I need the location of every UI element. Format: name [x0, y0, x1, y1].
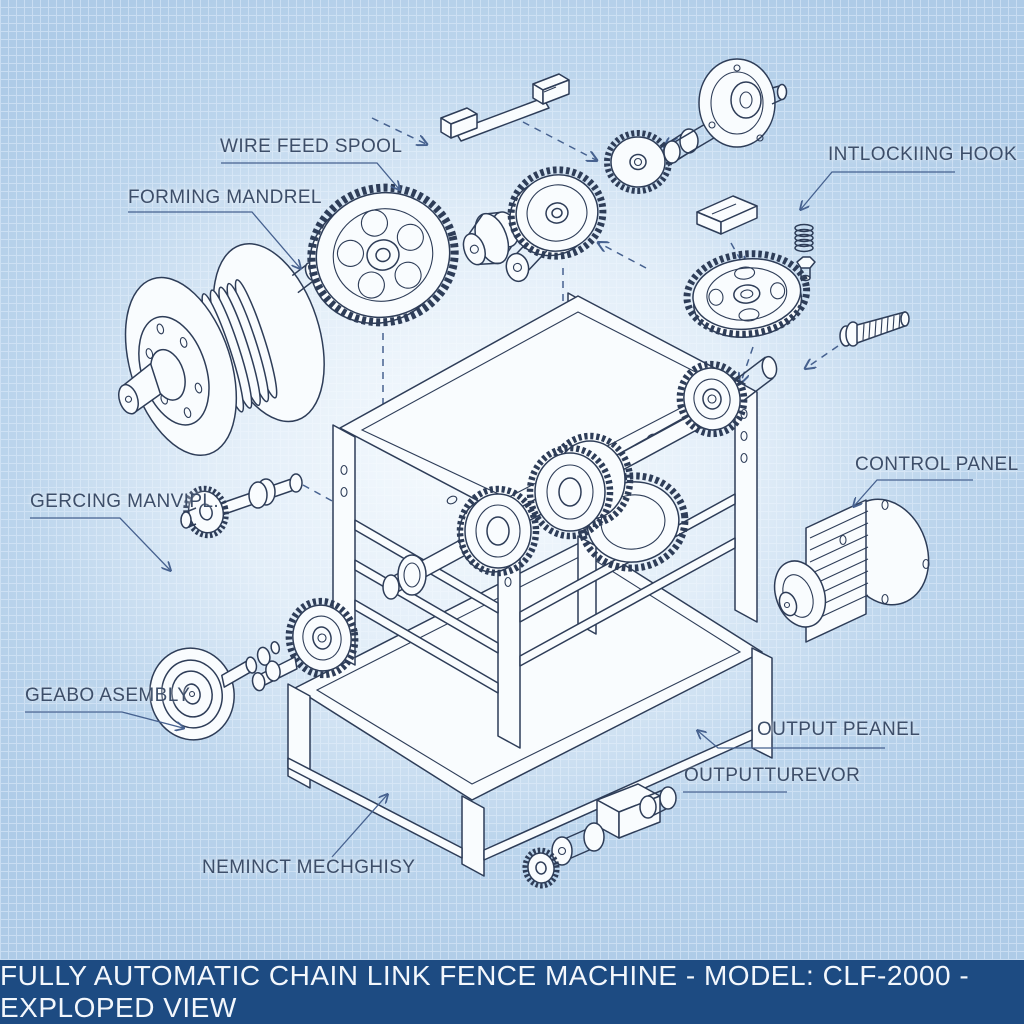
bolt-drawing — [839, 311, 910, 347]
label-gearing-mandrel: GERCING MANVIPL. — [30, 491, 220, 512]
ring-gear-drawing — [683, 250, 811, 338]
motor-drawing — [773, 498, 930, 643]
pinion-shaft-drawing — [604, 128, 699, 194]
label-interlocking-hook: INTLOCKIING HOOK — [828, 144, 1018, 165]
label-wire-feed-spool: WIRE FEED SPOOL — [220, 136, 403, 157]
wire-feed-spool-drawing — [118, 243, 325, 457]
forming-gear-drawing — [307, 183, 459, 327]
title-banner: FULLY AUTOMATIC CHAIN LINK FENCE MACHINE… — [0, 960, 1024, 1024]
output-conveyor-drawing — [522, 783, 677, 889]
hook-bracket-drawing — [696, 195, 758, 235]
tension-bar-drawing — [440, 73, 570, 142]
label-output-panel: OUTPUT PEANEL — [757, 719, 921, 740]
label-output-conveyor: OUTPUTTUREVOR — [684, 765, 861, 786]
label-control-panel: CONTROL PANEL — [855, 454, 1019, 475]
label-tension-mechanism: NEMINCT MECHGHISY — [202, 857, 416, 878]
label-leaders — [25, 162, 973, 858]
label-forming-mandrel: FORMING MANDREL — [128, 187, 322, 208]
spring-bolt-drawing — [794, 223, 816, 282]
frame-gear-drawing — [676, 355, 778, 438]
gearing-shaft-drawing — [180, 473, 303, 539]
flanged-hub-drawing — [663, 58, 788, 164]
label-gearbox-assembly: GEABO ASEMBLY — [25, 685, 191, 706]
pulley-drawing — [149, 641, 281, 741]
idler-gear-drawing — [251, 597, 359, 692]
main-shaft-drawing — [382, 405, 711, 600]
banner-title: FULLY AUTOMATIC CHAIN LINK FENCE MACHINE… — [0, 960, 970, 1023]
drive-gear-drawing — [505, 166, 607, 283]
